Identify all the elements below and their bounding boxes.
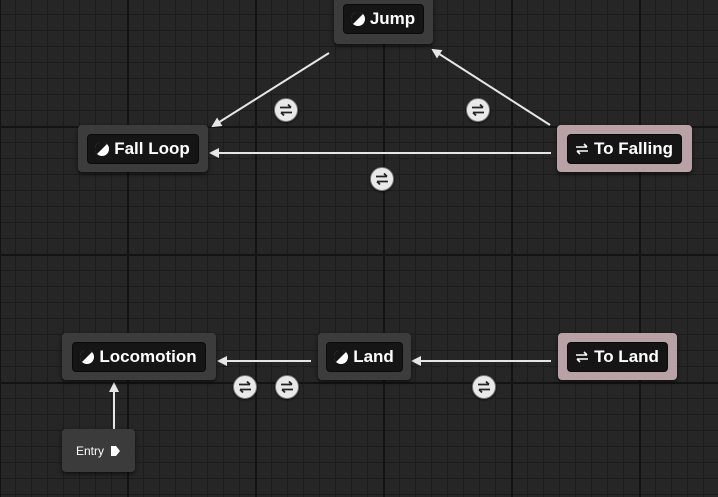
state-node-jump[interactable]: Jump: [334, 0, 433, 44]
conduit-node-to-land[interactable]: To Land: [558, 333, 677, 380]
state-icon: [333, 349, 349, 365]
transition-rule-icon-to-falling-fall-loop[interactable]: [370, 167, 394, 191]
transition-rule-icon-land-locomotion-1[interactable]: [233, 375, 257, 399]
state-icon: [350, 11, 366, 27]
state-label: Jump: [369, 9, 416, 28]
wire-jump-to-fall-loop: [211, 52, 330, 128]
state-label: Land: [353, 346, 394, 366]
state-node-fall-loop[interactable]: Fall Loop: [78, 125, 208, 172]
exec-pin-icon[interactable]: [110, 445, 121, 457]
transition-rule-icon-to-falling-jump[interactable]: [466, 98, 490, 122]
entry-node[interactable]: Entry: [62, 429, 135, 472]
conduit-icon: [574, 141, 590, 157]
transition-rule-icon-jump-fall-loop[interactable]: [274, 98, 298, 122]
state-node-land[interactable]: Land: [318, 333, 411, 380]
entry-label: Entry: [75, 443, 104, 458]
state-icon: [79, 349, 95, 365]
transition-rule-icon-to-land-land[interactable]: [472, 375, 496, 399]
state-label: Locomotion: [99, 346, 197, 366]
conduit-icon: [574, 349, 590, 365]
state-label: Fall Loop: [114, 138, 190, 158]
state-node-locomotion[interactable]: Locomotion: [62, 333, 216, 380]
conduit-label: To Falling: [593, 138, 673, 158]
wire-to-falling-to-jump: [431, 48, 551, 126]
state-icon: [94, 141, 110, 157]
conduit-node-to-falling[interactable]: To Falling: [557, 125, 692, 172]
conduit-label: To Land: [594, 346, 659, 366]
transition-rule-icon-land-locomotion-2[interactable]: [275, 375, 299, 399]
